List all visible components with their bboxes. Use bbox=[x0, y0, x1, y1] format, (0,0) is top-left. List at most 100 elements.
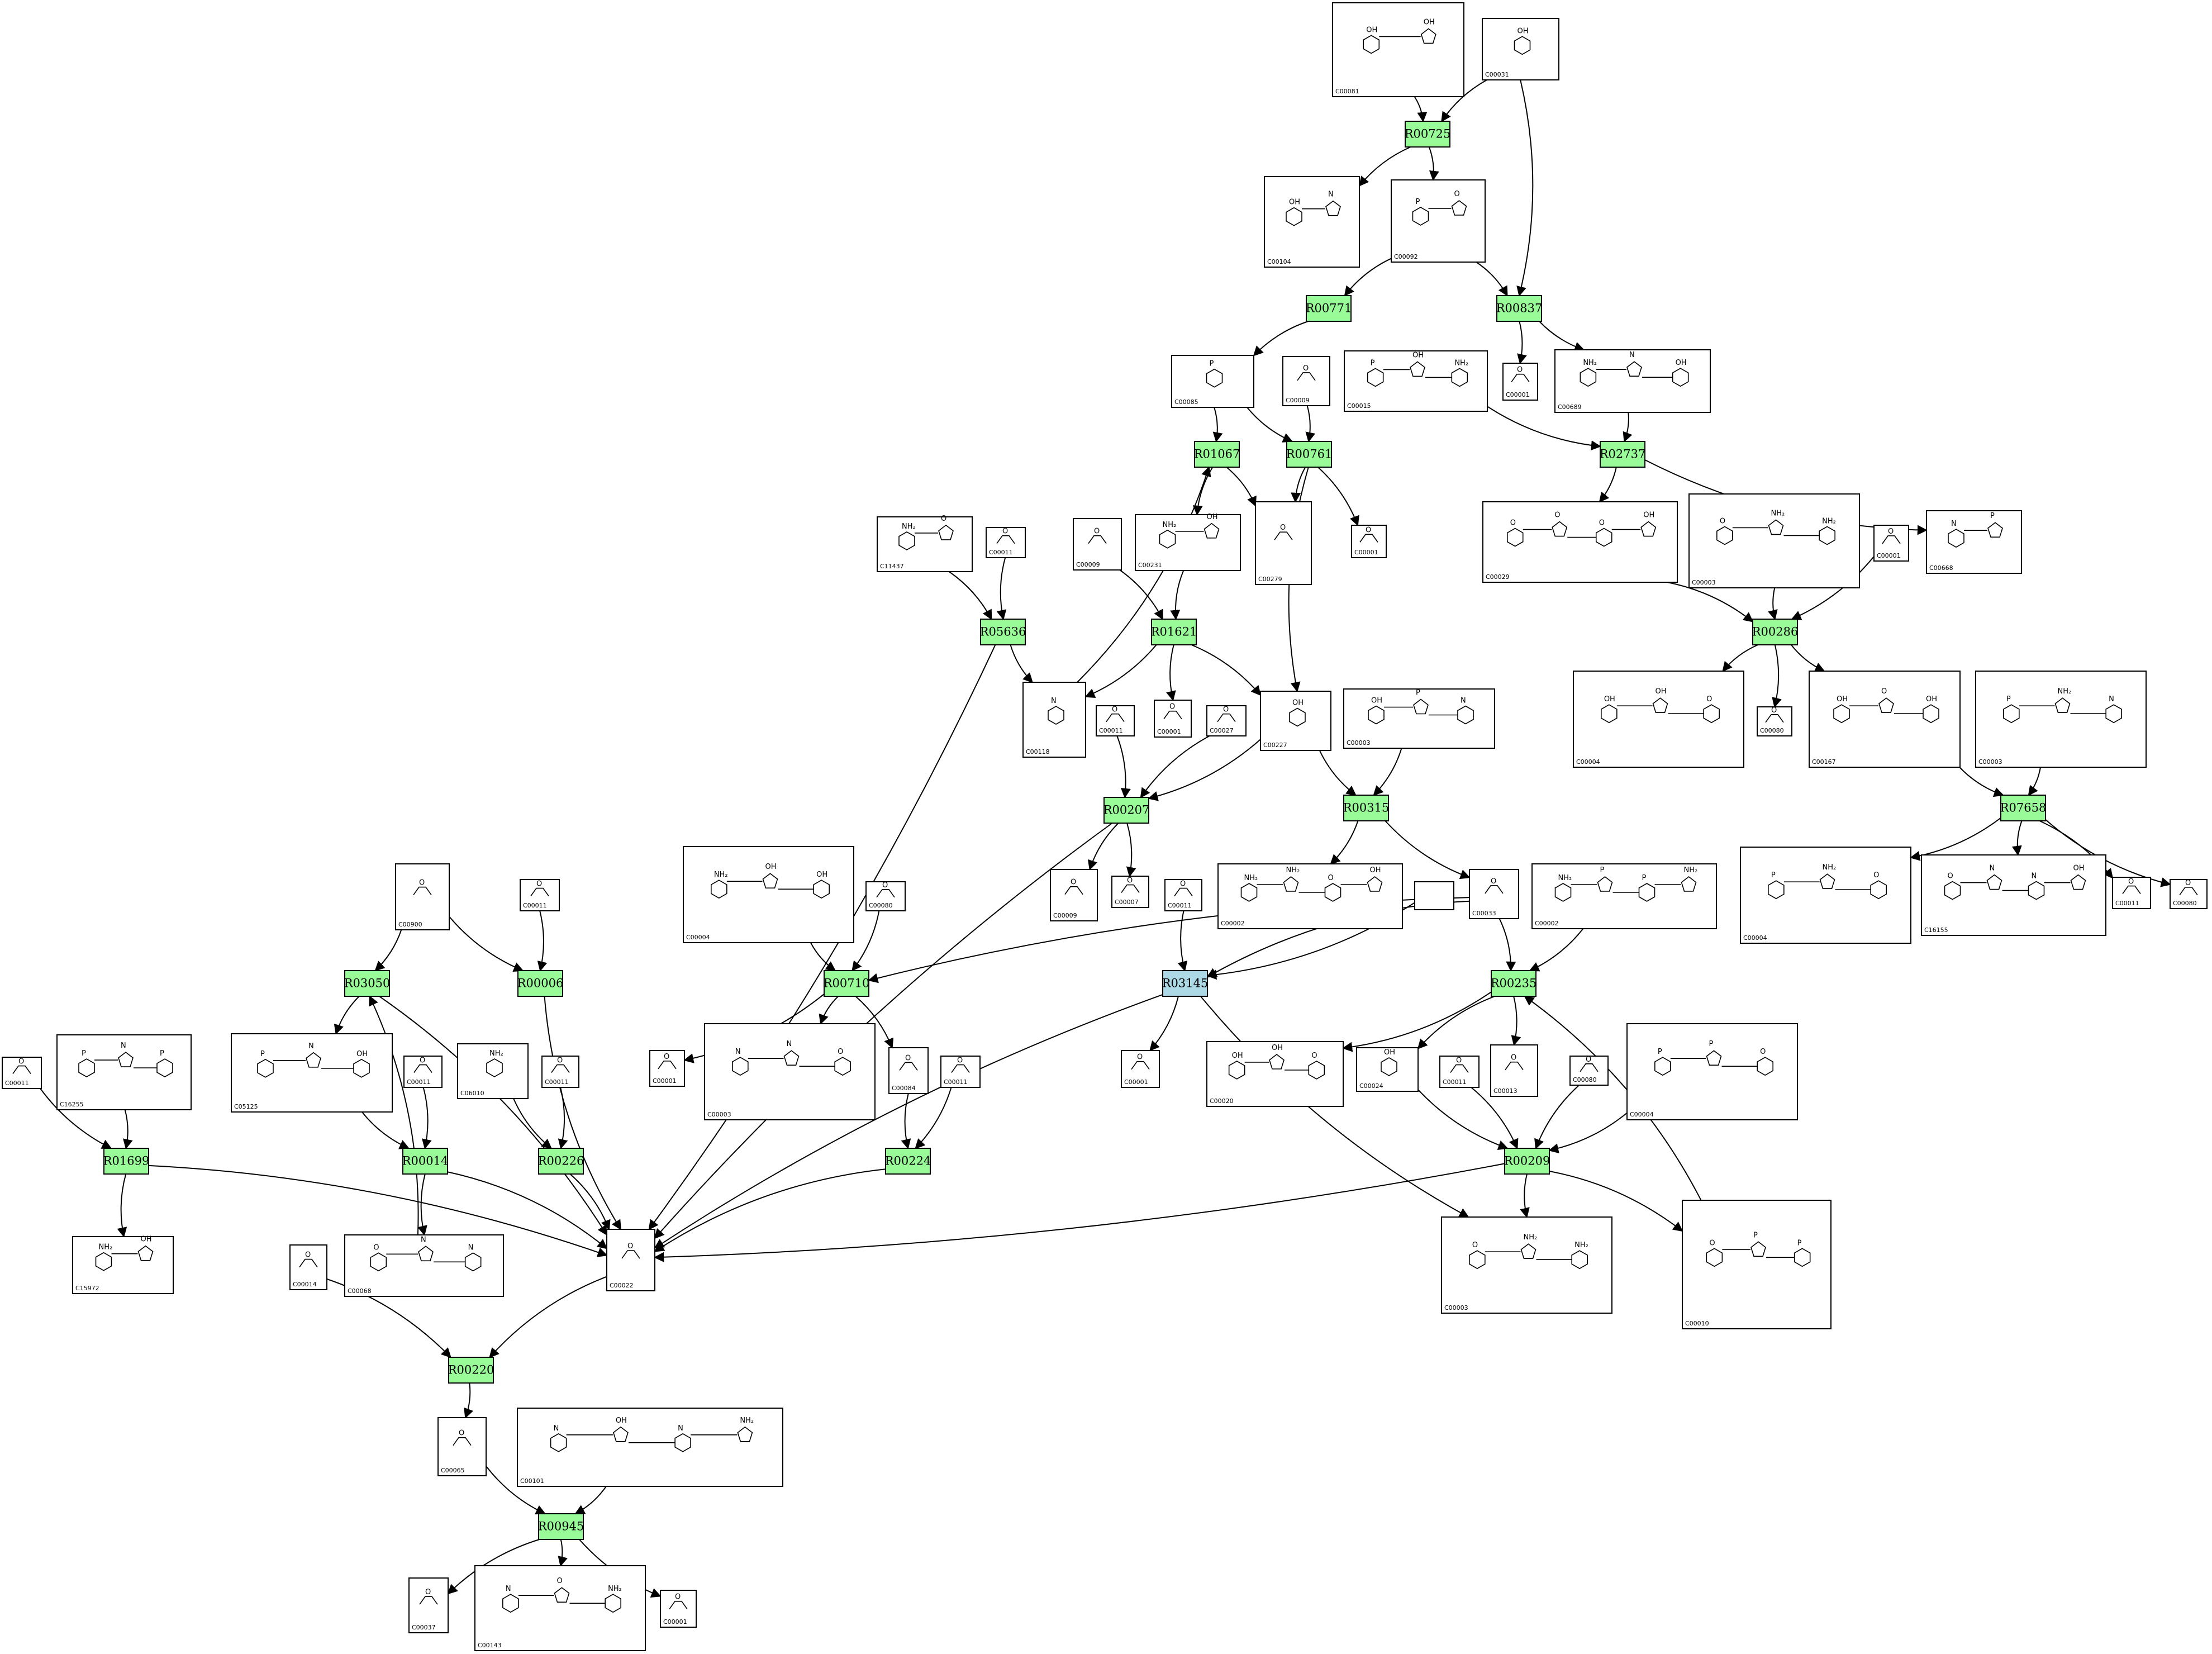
reaction-node-r00235[interactable]: R00235 bbox=[1491, 970, 1537, 997]
reaction-node-r05636[interactable]: R05636 bbox=[980, 619, 1026, 645]
reaction-node-r00224[interactable]: R00224 bbox=[885, 1148, 931, 1175]
reaction-node-r01621[interactable]: R01621 bbox=[1151, 619, 1197, 645]
reaction-node-r00207[interactable]: R00207 bbox=[1103, 797, 1150, 824]
reaction-node-r00771[interactable]: R00771 bbox=[1306, 295, 1352, 322]
reaction-node-r02737[interactable]: R02737 bbox=[1600, 441, 1646, 468]
reaction-node-r00209[interactable]: R00209 bbox=[1504, 1148, 1550, 1175]
reaction-node-r03145[interactable]: R03145 bbox=[1162, 970, 1209, 997]
reaction-node-r01699[interactable]: R01699 bbox=[103, 1148, 150, 1175]
reaction-node-r00761[interactable]: R00761 bbox=[1286, 441, 1333, 468]
reaction-node-r00725[interactable]: R00725 bbox=[1405, 121, 1451, 148]
compound-unlabeled[interactable] bbox=[1414, 881, 1454, 910]
reaction-node-r00945[interactable]: R00945 bbox=[538, 1513, 584, 1540]
reaction-node-r00014[interactable]: R00014 bbox=[402, 1148, 449, 1175]
reaction-node-r00315[interactable]: R00315 bbox=[1343, 795, 1390, 821]
svg-text:NH₂: NH₂ bbox=[99, 1243, 113, 1252]
reaction-node-r00710[interactable]: R00710 bbox=[824, 970, 870, 997]
reaction-node-r00286[interactable]: R00286 bbox=[1752, 619, 1799, 645]
reaction-node-r00837[interactable]: R00837 bbox=[1496, 295, 1543, 322]
reaction-node-r00220[interactable]: R00220 bbox=[448, 1357, 494, 1384]
reaction-node-r03050[interactable]: R03050 bbox=[344, 970, 391, 997]
reaction-node-r00006[interactable]: R00006 bbox=[517, 970, 564, 997]
compound-box bbox=[1569, 1056, 1609, 1086]
reaction-node-r00226[interactable]: R00226 bbox=[538, 1148, 584, 1175]
svg-text:P: P bbox=[1416, 198, 1420, 206]
reaction-node-r01067[interactable]: R01067 bbox=[1194, 441, 1240, 468]
reaction-node-r07658[interactable]: R07658 bbox=[2000, 795, 2047, 821]
svg-text:OH: OH bbox=[1424, 18, 1435, 26]
